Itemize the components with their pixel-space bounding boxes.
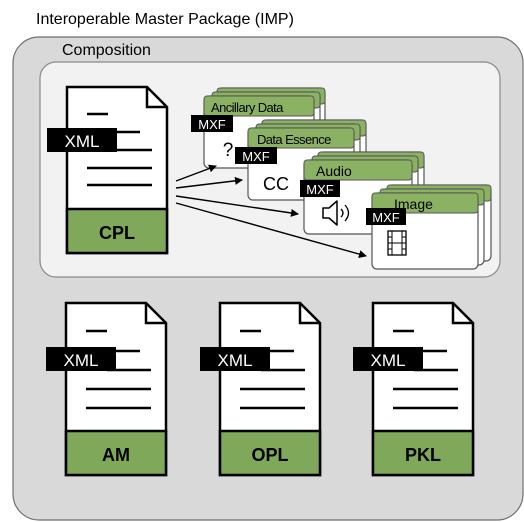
opl-document: XML OPL: [200, 301, 322, 477]
mxf-tag: [300, 180, 340, 197]
mxf-tag: [366, 208, 406, 225]
mxf-tag: [191, 115, 233, 132]
diagram-title: Interoperable Master Package (IMP): [36, 11, 294, 28]
arrow-to-data-essence: [175, 176, 243, 189]
reference-arrows: [175, 164, 367, 258]
ancillary-data-label: Ancillary Data: [211, 100, 284, 115]
speaker-icon: [322, 200, 350, 226]
mxf-tag-label: MXF: [198, 117, 226, 132]
mxf-tag-label: MXF: [242, 149, 270, 164]
mxf-tag-label: MXF: [372, 210, 400, 225]
image-stack: Image MXF: [366, 184, 492, 270]
opl-label: OPL: [251, 445, 288, 465]
audio-label: Audio: [316, 163, 352, 179]
arrow-to-audio: [175, 195, 299, 217]
xml-tag-label: XML: [371, 351, 406, 370]
xml-tag-label: XML: [65, 132, 100, 151]
am-label: AM: [102, 445, 130, 465]
question-mark-icon: ?: [223, 140, 234, 161]
film-strip-icon: [387, 230, 407, 256]
xml-tag: [200, 347, 270, 371]
xml-tag: [47, 128, 117, 152]
arrow-to-image: [175, 202, 367, 258]
closed-caption-icon: CC: [263, 174, 289, 194]
arrow-to-ancillary: [175, 164, 217, 182]
cpl-document: XML CPL: [47, 85, 169, 255]
xml-tag-label: XML: [64, 351, 99, 370]
am-document: XML AM: [46, 301, 168, 477]
cpl-label: CPL: [99, 223, 135, 243]
mxf-tag-label: MXF: [306, 182, 334, 197]
xml-tag-label: XML: [218, 351, 253, 370]
xml-tag: [46, 347, 116, 371]
xml-tag: [353, 347, 423, 371]
composition-label: Composition: [62, 42, 151, 59]
pkl-label: PKL: [405, 445, 441, 465]
mxf-tag: [235, 147, 277, 164]
data-essence-label: Data Essence: [257, 132, 331, 147]
pkl-document: XML PKL: [353, 301, 475, 477]
